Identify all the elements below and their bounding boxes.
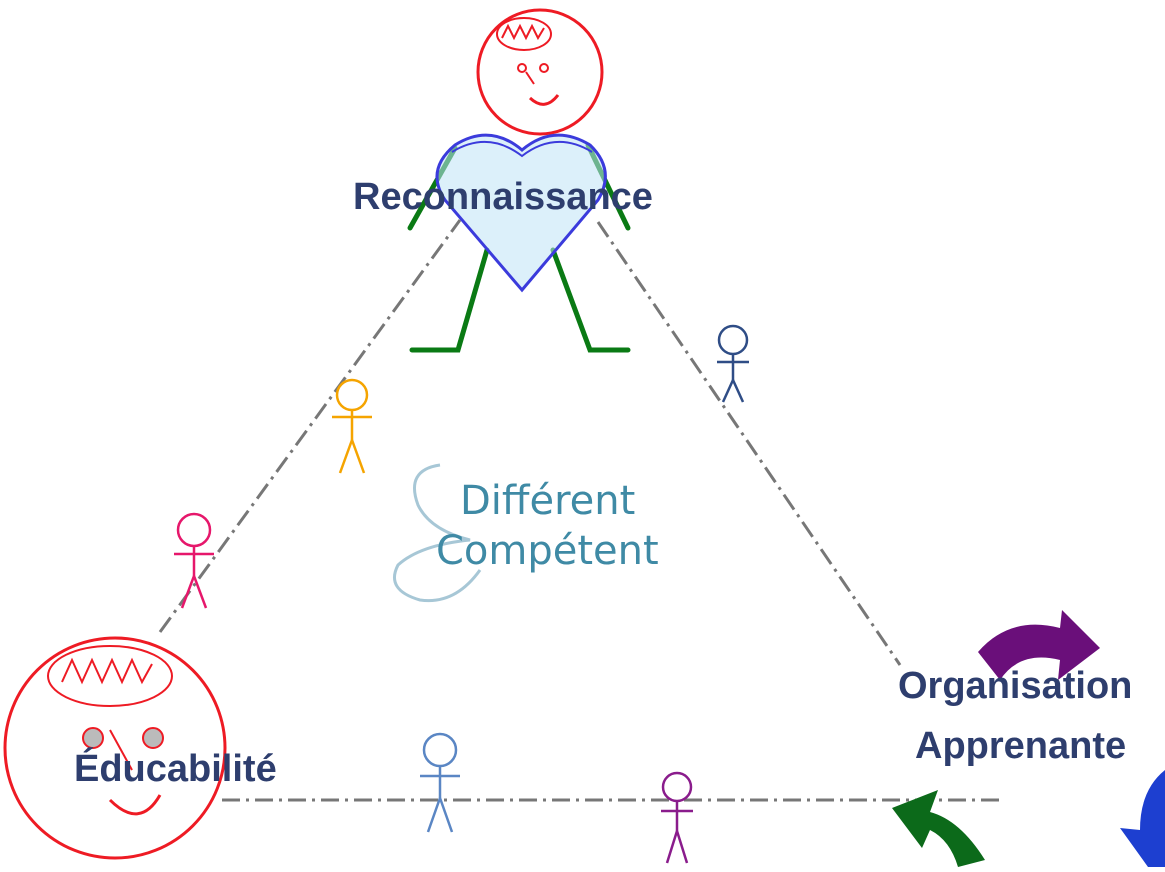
edge-left bbox=[158, 219, 462, 633]
left-figure bbox=[3, 636, 227, 860]
triangle-edges bbox=[158, 219, 1000, 802]
label-apprenante: Apprenante bbox=[915, 725, 1127, 767]
small-figure-navy bbox=[717, 324, 749, 403]
small-figure-light-blue bbox=[420, 732, 460, 833]
label-educabilite: Éducabilité bbox=[74, 748, 277, 790]
arrow-green-icon bbox=[892, 790, 985, 867]
label-organisation: Organisation bbox=[898, 665, 1133, 707]
small-figure-purple bbox=[661, 771, 693, 864]
logo-ampersand-icon bbox=[393, 463, 482, 603]
small-figure-orange bbox=[332, 378, 372, 474]
top-figure bbox=[407, 8, 631, 353]
label-reconnaissance: Reconnaissance bbox=[353, 176, 653, 218]
arrow-blue-icon bbox=[1120, 770, 1165, 867]
edge-right bbox=[596, 221, 902, 666]
small-figure-pink bbox=[174, 512, 214, 609]
left-brain-icon bbox=[47, 645, 173, 707]
logo-line2: Compétent bbox=[436, 528, 659, 574]
logo-line1: Différent bbox=[460, 478, 636, 524]
arrow-purple-icon bbox=[978, 610, 1100, 680]
heart-icon bbox=[435, 133, 607, 293]
